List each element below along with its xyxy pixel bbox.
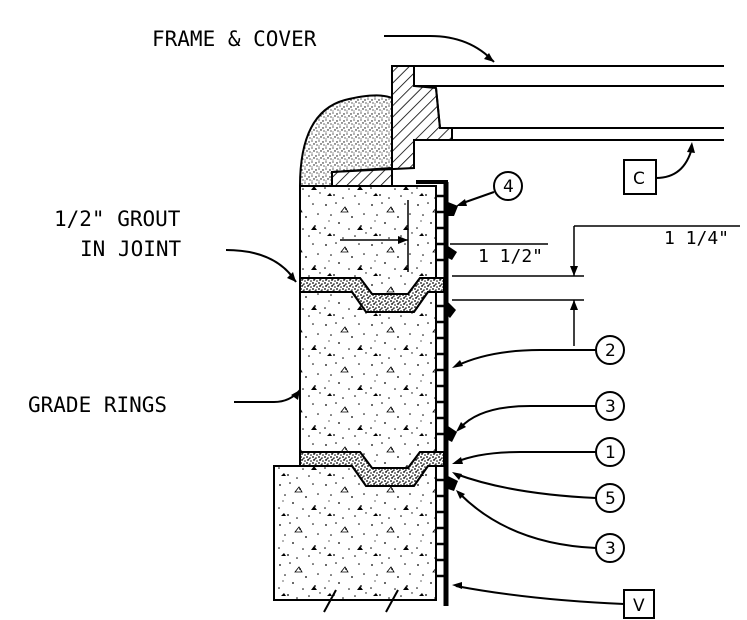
grout-label-line2: IN JOINT xyxy=(80,237,182,261)
callout-c-leader xyxy=(655,147,693,179)
grade-ring-middle xyxy=(299,291,437,469)
cover-plate-bottom xyxy=(414,127,724,141)
callout-v-box xyxy=(623,589,655,619)
callout-c: C xyxy=(633,169,645,189)
callout-5: 5 xyxy=(605,489,616,509)
callout-2-leader xyxy=(455,349,596,367)
grout-leader xyxy=(225,249,297,283)
callout-4: 4 xyxy=(503,177,514,197)
sealant-beads xyxy=(448,202,458,491)
frame-cover-leader xyxy=(384,35,495,63)
callout-4-circle xyxy=(493,171,523,201)
dim-1-half-label: 1 1/2" xyxy=(478,246,543,267)
callout-c-box xyxy=(623,159,657,195)
callout-3a-leader xyxy=(459,405,596,429)
seal-ticks xyxy=(436,194,446,578)
grade-rings-label: GRADE RINGS xyxy=(28,393,167,417)
callout-v-leader xyxy=(455,585,625,605)
cover-edge xyxy=(435,87,441,129)
callout-5-leader xyxy=(455,473,597,499)
break-line-left xyxy=(323,589,399,613)
grout-label-line1: 1/2" GROUT xyxy=(54,207,181,231)
dim-1-quarter-label: 1 1/4" xyxy=(664,228,729,249)
cone-section xyxy=(273,465,437,601)
callout-3a: 3 xyxy=(605,397,616,417)
frame-cover-label: FRAME & COVER xyxy=(152,27,317,51)
callout-1: 1 xyxy=(605,443,616,463)
grade-rings-leader xyxy=(234,389,301,403)
callout-3b-leader xyxy=(459,493,597,549)
cover-plate-top xyxy=(414,65,724,87)
callout-2: 2 xyxy=(605,341,616,361)
callout-1-leader xyxy=(455,451,596,463)
callout-3b: 3 xyxy=(605,539,616,559)
callout-v: V xyxy=(633,596,645,616)
